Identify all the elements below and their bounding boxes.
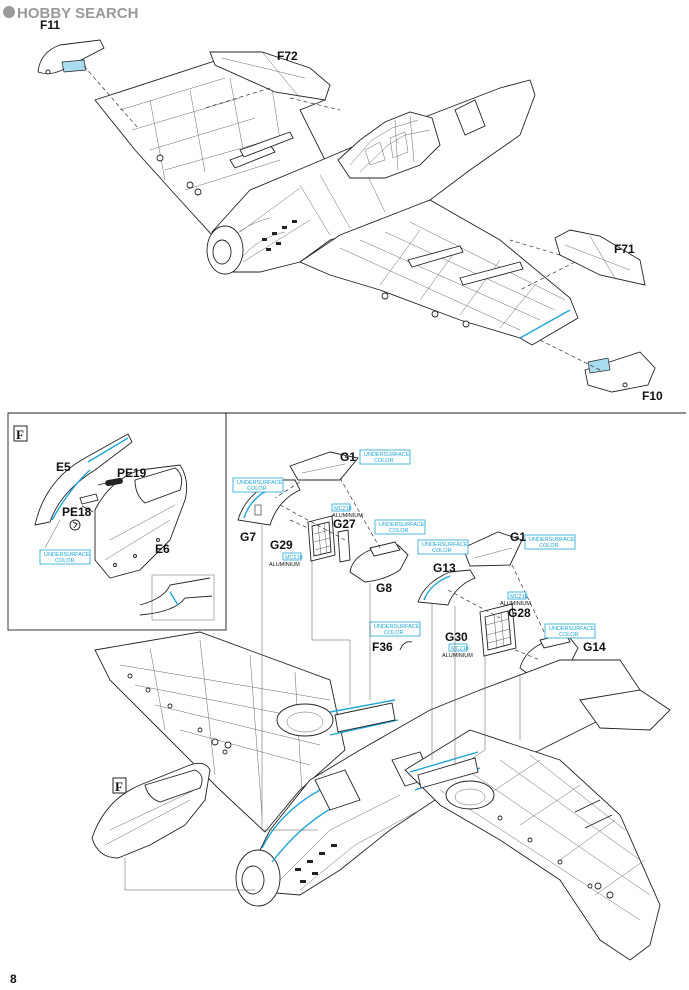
- label-f36: F36: [372, 640, 393, 654]
- note-undersurface-g8b: UNDERSURFACE COLOR: [417, 539, 469, 555]
- note-undersurface-g1a: UNDERSURFACE COLOR: [359, 449, 411, 465]
- note-undersurface-g1b: UNDERSURFACE COLOR: [524, 534, 576, 550]
- note-undersurface-detail-f: UNDERSURFACE COLOR: [39, 549, 91, 565]
- svg-text:COLOR: COLOR: [384, 630, 404, 636]
- svg-text:UNDERSURFACE: UNDERSURFACE: [529, 537, 575, 543]
- svg-text:MC218: MC218: [451, 646, 469, 652]
- label-f11: F11: [40, 18, 60, 32]
- top-assembly: F11 F72 F71 F10: [37, 18, 663, 403]
- svg-text:UNDERSURFACE: UNDERSURFACE: [549, 626, 595, 632]
- label-g7: G7: [240, 530, 256, 544]
- svg-text:UNDERSURFACE: UNDERSURFACE: [44, 552, 90, 558]
- svg-text:COLOR: COLOR: [559, 632, 579, 638]
- svg-text:ALUMINIUM: ALUMINIUM: [269, 562, 300, 568]
- camera-icon-pe18: [69, 519, 81, 531]
- svg-text:UNDERSURFACE: UNDERSURFACE: [374, 624, 420, 630]
- svg-text:COLOR: COLOR: [539, 543, 559, 549]
- note-mc218-g30: MC218 ALUMINIUM: [442, 643, 473, 659]
- note-undersurface-g14: UNDERSURFACE COLOR: [544, 623, 596, 639]
- note-mc218-g28: MC218 ALUMINIUM: [500, 591, 531, 607]
- note-undersurface-g13: UNDERSURFACE COLOR: [369, 621, 421, 637]
- svg-text:COLOR: COLOR: [55, 558, 75, 564]
- label-g30: G30: [445, 630, 468, 644]
- svg-text:MC218: MC218: [510, 594, 528, 600]
- note-mc218-g27: MC218 ALUMINIUM: [331, 503, 363, 519]
- label-g14: G14: [583, 640, 606, 654]
- svg-text:UNDERSURFACE: UNDERSURFACE: [422, 542, 468, 548]
- label-g8: G8: [376, 581, 392, 595]
- label-f71: F71: [614, 242, 635, 256]
- label-g1-upper: G1: [340, 450, 356, 464]
- watermark-text: HOBBY SEARCH: [17, 5, 138, 22]
- label-e6: E6: [155, 542, 170, 556]
- svg-text:MC218: MC218: [334, 506, 352, 512]
- label-f72: F72: [277, 49, 298, 63]
- svg-text:COLOR: COLOR: [389, 528, 409, 534]
- label-g1-lower: G1: [510, 530, 526, 544]
- svg-text:MC218: MC218: [285, 555, 303, 561]
- svg-text:ALUMINIUM: ALUMINIUM: [332, 513, 363, 519]
- note-mc218-g29: MC218 ALUMINIUM: [269, 552, 303, 568]
- section-marker-f-small: F: [115, 779, 123, 794]
- lower-aircraft: [94, 525, 671, 961]
- label-g27: G27: [333, 517, 356, 531]
- svg-text:ALUMINIUM: ALUMINIUM: [500, 601, 531, 607]
- label-g29: G29: [270, 538, 293, 552]
- svg-text:COLOR: COLOR: [374, 458, 394, 464]
- note-undersurface-g7: UNDERSURFACE COLOR: [232, 477, 284, 493]
- label-f10: F10: [642, 389, 663, 403]
- svg-text:ALUMINIUM: ALUMINIUM: [442, 653, 473, 659]
- svg-text:UNDERSURFACE: UNDERSURFACE: [379, 522, 425, 528]
- section-marker-f: F: [16, 427, 24, 442]
- detail-f-assembly: F UNDERSURFACE COLOR E5 PE19 PE18 E6: [13, 425, 215, 621]
- watermark-logo: HOBBY SEARCH: [3, 5, 138, 22]
- svg-text:UNDERSURFACE: UNDERSURFACE: [364, 452, 410, 458]
- f-subassembly: F: [91, 762, 255, 891]
- panel-assembly: UNDERSURFACE COLOR UNDERSURFACE COLOR MC…: [232, 449, 606, 675]
- label-e5: E5: [56, 460, 71, 474]
- svg-text:COLOR: COLOR: [247, 486, 267, 492]
- label-g28: G28: [508, 606, 531, 620]
- label-g13: G13: [433, 561, 456, 575]
- svg-text:UNDERSURFACE: UNDERSURFACE: [237, 480, 283, 486]
- label-pe19: PE19: [117, 466, 147, 480]
- page-number: 8: [10, 972, 17, 986]
- svg-text:COLOR: COLOR: [432, 548, 452, 554]
- note-undersurface-g8a: UNDERSURFACE COLOR: [374, 519, 426, 535]
- label-pe18: PE18: [62, 505, 92, 519]
